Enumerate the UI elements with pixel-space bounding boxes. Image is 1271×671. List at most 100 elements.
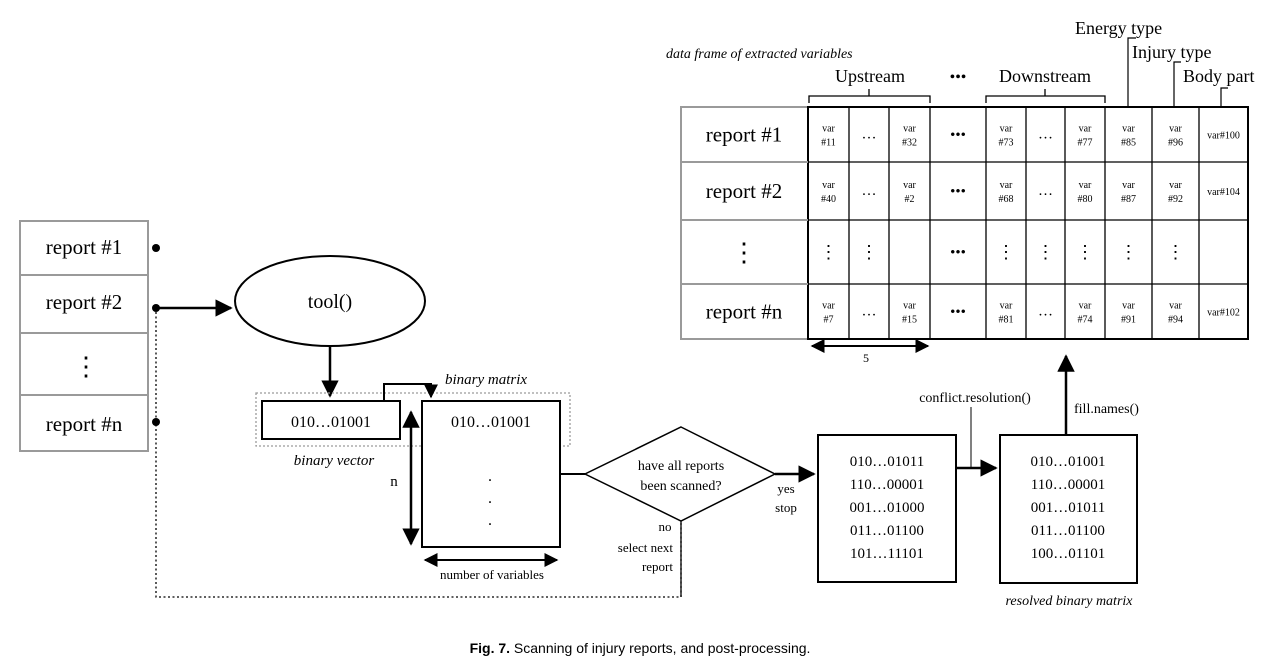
variable-cell: var#102 xyxy=(1207,308,1240,319)
data-frame-grid xyxy=(807,106,1249,340)
variable-cell-line: var xyxy=(903,180,916,191)
upstream-brace xyxy=(808,89,931,103)
binary-matrix-box xyxy=(421,400,561,548)
header-ellipsis: ••• xyxy=(950,69,967,86)
scanned-matrix-box xyxy=(817,434,957,583)
variable-cell-line: var xyxy=(1169,124,1182,135)
number-of-variables-label: number of variables xyxy=(440,567,544,582)
variable-cell-line: #40 xyxy=(821,194,836,205)
binary-matrix-first-row: 010…01001 xyxy=(451,414,531,431)
report-row-label: ⋮ xyxy=(731,238,757,267)
vector-to-matrix-arrow xyxy=(383,383,438,401)
report-list: report #1 report #2 ⋮ report #n xyxy=(19,220,160,452)
report-bullet xyxy=(152,244,160,252)
vertical-ellipsis-cell: ⋮ xyxy=(820,242,838,262)
report-bullet xyxy=(152,304,160,312)
energy-type-leader xyxy=(1127,37,1136,108)
vertical-ellipsis-cell: ⋮ xyxy=(997,242,1015,262)
variable-cell-line: #11 xyxy=(821,138,836,149)
variable-cell-line: #73 xyxy=(999,138,1014,149)
binary-vector-caption: binary vector xyxy=(294,453,375,469)
variable-cell-line: var xyxy=(903,301,916,312)
variable-cell-line: var xyxy=(1079,124,1092,135)
variable-cell-line: #94 xyxy=(1168,315,1183,326)
binary-matrix-caption: binary matrix xyxy=(445,372,527,388)
scanned-matrix-row: 001…01000 xyxy=(850,500,925,516)
ellipsis-cell: ••• xyxy=(950,305,966,321)
variable-cell-line: var xyxy=(1169,180,1182,191)
data-frame: data frame of extracted variables Upstre… xyxy=(666,18,1255,365)
report-list-item: report #2 xyxy=(46,290,122,314)
ellipsis-cell: ••• xyxy=(950,184,966,200)
variable-cell-line: #85 xyxy=(1121,138,1136,149)
variable-cell-line: #87 xyxy=(1121,194,1136,205)
matrix-dot: . xyxy=(488,468,492,485)
resolved-matrix-row: 110…00001 xyxy=(1031,477,1105,493)
report-list-item: report #1 xyxy=(46,235,122,259)
data-frame-grid-lines xyxy=(681,107,1248,339)
resolved-matrix-row: 011…01100 xyxy=(1031,523,1105,539)
fill-names-label: fill.names() xyxy=(1074,402,1139,417)
n-label: n xyxy=(390,474,398,490)
variable-cell-line: #74 xyxy=(1078,315,1093,326)
variable-cell: var#104 xyxy=(1207,187,1240,198)
variable-cell-line: var xyxy=(1122,301,1135,312)
variable-cell-line: var xyxy=(1122,180,1135,191)
vertical-ellipsis-cell: ⋮ xyxy=(1167,242,1185,262)
upstream-header: Upstream xyxy=(835,66,905,86)
conflict-resolution-label: conflict.resolution() xyxy=(919,391,1031,406)
ellipsis-cell: … xyxy=(1038,304,1053,320)
ellipsis-cell: … xyxy=(862,183,877,199)
variable-cell-line: var xyxy=(1000,124,1013,135)
resolved-matrix-box xyxy=(999,434,1138,584)
report-row-label: report #n xyxy=(706,300,783,324)
downstream-header: Downstream xyxy=(999,66,1091,86)
vertical-ellipsis-cell: ⋮ xyxy=(1037,242,1055,262)
scanned-matrix-row: 101…11101 xyxy=(850,546,924,562)
ellipsis-cell: ••• xyxy=(950,245,966,261)
report-list-item: report #n xyxy=(46,412,123,436)
ellipsis-cell: … xyxy=(862,127,877,143)
scanned-matrix-row: 110…00001 xyxy=(850,477,924,493)
injury-type-leader xyxy=(1173,61,1181,108)
variable-cell-line: #80 xyxy=(1078,194,1093,205)
binary-vector-box xyxy=(261,400,401,440)
ellipsis-cell: … xyxy=(1038,183,1053,199)
variable-cell-line: var xyxy=(903,124,916,135)
stop-label: stop xyxy=(775,500,797,515)
variable-cell-line: #96 xyxy=(1168,138,1183,149)
variable-cell-line: var xyxy=(822,301,835,312)
report-row-label: report #2 xyxy=(706,179,782,203)
variable-cell-line: #2 xyxy=(905,194,915,205)
resolved-matrix-row: 010…01001 xyxy=(1031,454,1106,470)
variable-cell: var#100 xyxy=(1207,131,1240,142)
select-report-label: report xyxy=(642,559,673,574)
energy-type-header: Energy type xyxy=(1075,18,1162,38)
figure-caption: Fig. 7. Scanning of injury reports, and … xyxy=(470,640,811,656)
variable-cell-line: var xyxy=(1079,301,1092,312)
report-list-item: ⋮ xyxy=(73,352,99,381)
variable-cell-line: var xyxy=(1122,124,1135,135)
scanned-matrix-row: 010…01011 xyxy=(850,454,924,470)
no-label: no xyxy=(659,519,672,534)
data-frame-caption: data frame of extracted variables xyxy=(666,47,853,62)
body-part-header: Body part xyxy=(1183,66,1255,86)
resolved-matrix-caption: resolved binary matrix xyxy=(1005,594,1133,609)
variable-cell-line: #77 xyxy=(1078,138,1093,149)
ellipsis-cell: … xyxy=(1038,127,1053,143)
report-list-frame xyxy=(19,220,149,452)
variable-cell-line: #7 xyxy=(824,315,834,326)
binary-vector-value: 010…01001 xyxy=(291,414,371,431)
yes-label: yes xyxy=(777,481,794,496)
upstream-width-label: 5 xyxy=(863,351,869,365)
variable-cell-line: #81 xyxy=(999,315,1014,326)
variable-cell-line: #68 xyxy=(999,194,1014,205)
variable-cell-line: var xyxy=(1169,301,1182,312)
ellipsis-cell: ••• xyxy=(950,128,966,144)
injury-type-header: Injury type xyxy=(1132,42,1211,62)
variable-cell-line: var xyxy=(1079,180,1092,191)
variable-cell-line: var xyxy=(822,180,835,191)
variable-cell-line: var xyxy=(822,124,835,135)
